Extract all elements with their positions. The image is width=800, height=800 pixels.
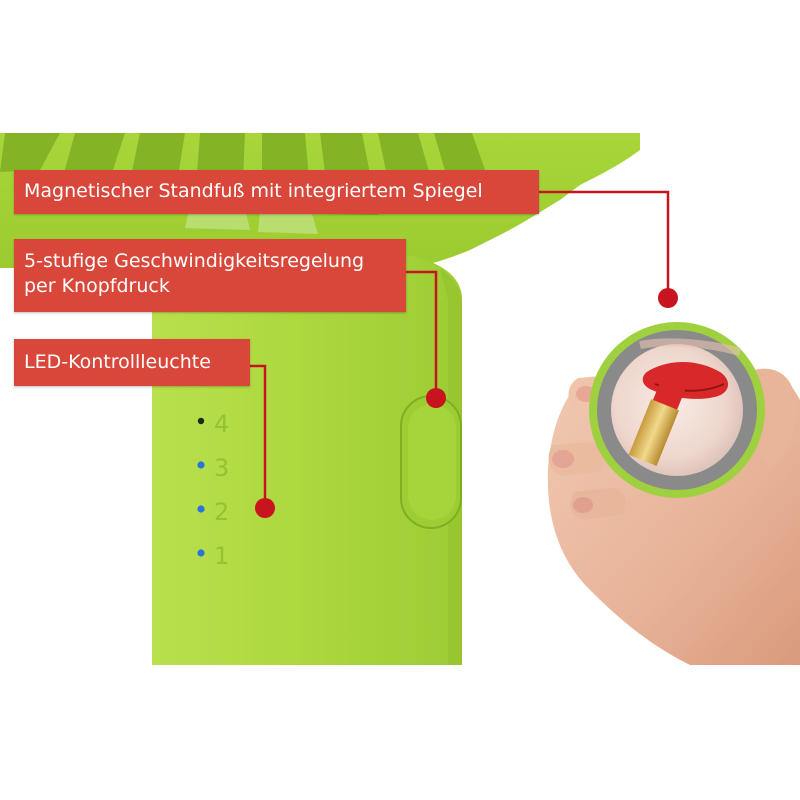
pointer-dot-stand [658, 288, 678, 308]
callout-speed-control-line1: 5-stufige Geschwindigkeitsregelung [24, 250, 365, 272]
mirror [589, 322, 765, 498]
led-dot-3 [197, 461, 205, 469]
pointer-dot-led [255, 498, 275, 518]
callout-pointers [250, 190, 670, 508]
speed-number: 4 [214, 410, 229, 438]
pointer-line-speed [406, 270, 438, 398]
speed-number: 3 [214, 454, 229, 482]
pointer-line-led [250, 364, 267, 508]
callout-speed-control-line2: per Knopfdruck [24, 275, 170, 297]
lipstick-reflection [628, 375, 687, 467]
led-dot-4 [197, 417, 205, 425]
callout-dots [255, 288, 678, 518]
pointer-line-stand [539, 190, 670, 298]
callout-speed-control: 5-stufige Geschwindigkeitsregelung per K… [14, 239, 406, 312]
callout-magnetic-stand-text: Magnetischer Standfuß mit integriertem S… [24, 180, 483, 202]
callout-led-indicator-text: LED-Kontrollleuchte [24, 351, 211, 373]
callout-led-indicator: LED-Kontrollleuchte [14, 339, 250, 386]
speed-numbers: 4 3 2 1 [214, 410, 229, 570]
pointer-dot-speed [426, 388, 446, 408]
callout-magnetic-stand: Magnetischer Standfuß mit integriertem S… [14, 170, 539, 214]
speed-number: 1 [214, 542, 229, 570]
led-dot-2 [197, 505, 205, 513]
led-dot-1 [197, 549, 205, 557]
speed-number: 2 [214, 498, 229, 526]
